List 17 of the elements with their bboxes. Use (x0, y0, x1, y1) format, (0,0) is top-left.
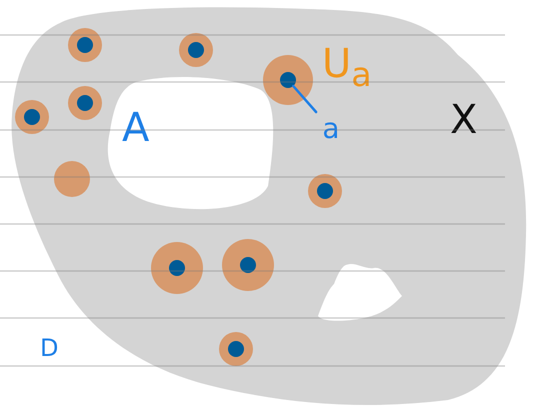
neighborhood-disk (68, 28, 102, 62)
neighborhood-disk (308, 174, 342, 208)
neighborhood-disk (219, 332, 253, 366)
neighborhood-disk (68, 86, 102, 120)
neighborhood-disk (15, 100, 49, 134)
neighborhood-label: U$_{a}$ (322, 44, 372, 92)
neighborhood-disk (179, 33, 213, 67)
point-dot (280, 72, 296, 88)
neighborhood-disk (151, 242, 203, 294)
set-label: X (450, 100, 478, 140)
hole (106, 76, 276, 212)
set-label: D (40, 334, 58, 362)
leader-line (292, 84, 318, 114)
set-label: A (122, 108, 150, 148)
point-label: a (314, 112, 348, 146)
neighborhood-disk (222, 239, 274, 291)
disk (54, 161, 90, 197)
